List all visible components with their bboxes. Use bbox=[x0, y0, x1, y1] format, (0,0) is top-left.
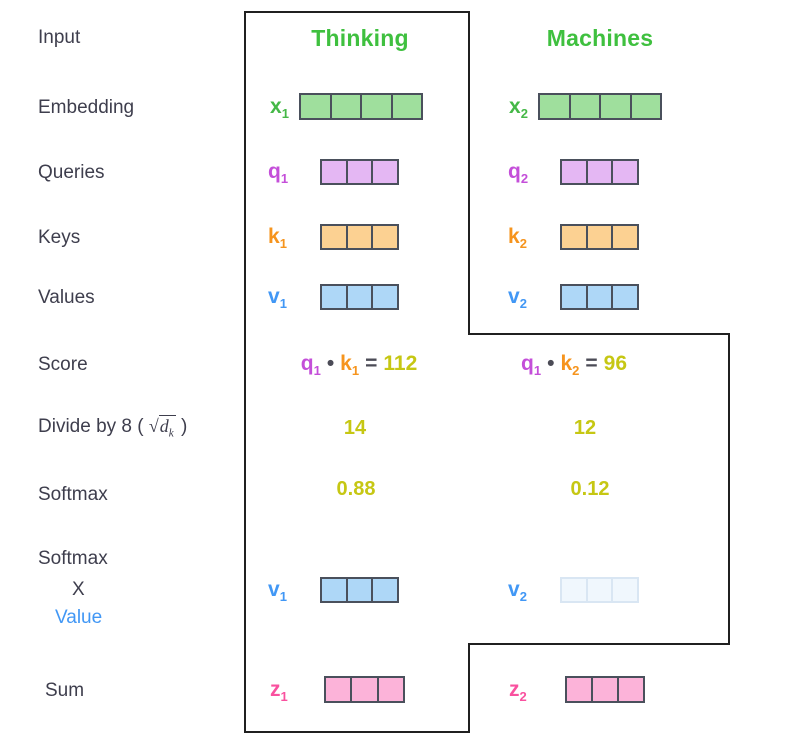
v2-vector bbox=[560, 284, 639, 310]
vector-cell bbox=[301, 95, 332, 118]
divide-value-1: 14 bbox=[343, 417, 367, 439]
row-label-queries: Queries bbox=[38, 162, 105, 183]
row-label-embedding: Embedding bbox=[38, 97, 135, 118]
radicand-dk: dk bbox=[158, 415, 176, 440]
k1-label: k1 bbox=[268, 225, 287, 252]
score2-equals: = bbox=[585, 352, 598, 375]
vector-cell bbox=[348, 161, 374, 183]
v1-vector bbox=[320, 284, 399, 310]
vector-cell bbox=[348, 579, 374, 601]
score1-equals: = bbox=[365, 352, 378, 375]
vector-cell bbox=[379, 678, 403, 701]
vector-cell bbox=[322, 226, 348, 248]
vector-cell bbox=[332, 95, 362, 118]
vector-cell bbox=[326, 678, 353, 701]
vector-cell bbox=[362, 95, 393, 118]
divide-text-suffix: ) bbox=[175, 416, 188, 437]
vector-cell bbox=[322, 286, 348, 308]
vector-cell bbox=[571, 95, 601, 118]
q2-label: q2 bbox=[508, 160, 529, 187]
score2-value: 96 bbox=[603, 352, 627, 375]
score1-value: 112 bbox=[383, 352, 418, 375]
vector-cell bbox=[373, 161, 397, 183]
vector-cell bbox=[601, 95, 632, 118]
radical-sign: √ bbox=[148, 416, 159, 436]
k1-vector bbox=[320, 224, 399, 250]
v1-label: v1 bbox=[268, 285, 287, 312]
score-equation-1: q1•k1=112 bbox=[244, 353, 474, 377]
row-label-score: Score bbox=[38, 354, 88, 375]
vector-cell bbox=[588, 226, 614, 248]
score-equation-2: q1•k2=96 bbox=[474, 353, 674, 377]
z1-vector bbox=[324, 676, 405, 703]
vector-cell bbox=[588, 286, 614, 308]
k2-vector bbox=[560, 224, 639, 250]
divide-value-2: 12 bbox=[573, 417, 597, 439]
dot-product-icon: • bbox=[547, 352, 555, 375]
row-label-values: Values bbox=[38, 287, 95, 308]
vector-cell bbox=[619, 678, 643, 701]
x2-vector bbox=[538, 93, 662, 120]
vector-cell bbox=[632, 95, 661, 118]
row-label-input: Input bbox=[38, 27, 81, 48]
vector-cell bbox=[562, 579, 588, 601]
vector-cell bbox=[373, 579, 397, 601]
column-header-thinking: Thinking bbox=[311, 25, 409, 51]
sqrt-dk-formula: √dk bbox=[148, 415, 176, 440]
vector-cell bbox=[393, 95, 422, 118]
x1-vector bbox=[299, 93, 423, 120]
vector-cell bbox=[373, 286, 397, 308]
vector-cell bbox=[352, 678, 379, 701]
q1-label: q1 bbox=[268, 160, 289, 187]
q1-vector bbox=[320, 159, 399, 185]
row-label-softmax: Softmax bbox=[38, 484, 108, 505]
z1-label: z1 bbox=[270, 678, 288, 705]
vector-cell bbox=[588, 161, 614, 183]
vector-cell bbox=[348, 226, 374, 248]
row-label-divide: Divide by 8 ( √dk ) bbox=[38, 415, 188, 440]
vector-cell bbox=[373, 226, 397, 248]
row-label-keys: Keys bbox=[38, 227, 81, 248]
vector-cell bbox=[593, 678, 619, 701]
vector-cell bbox=[613, 579, 637, 601]
softmax-value-2: 0.12 bbox=[570, 478, 610, 500]
vector-cell bbox=[562, 161, 588, 183]
score2-q-term: q1 bbox=[521, 352, 542, 379]
column-header-machines: Machines bbox=[546, 25, 654, 51]
score1-k-term: k1 bbox=[340, 352, 360, 379]
z2-label: z2 bbox=[509, 678, 527, 705]
weighted-v1-vector bbox=[320, 577, 399, 603]
vector-cell bbox=[567, 678, 593, 701]
v2-label: v2 bbox=[508, 285, 527, 312]
q2-vector bbox=[560, 159, 639, 185]
vector-cell bbox=[588, 579, 614, 601]
x2-label: x2 bbox=[509, 95, 528, 122]
softmax-value-v2-label: v2 bbox=[508, 578, 527, 605]
score2-k-term: k2 bbox=[560, 352, 580, 379]
row-label-softmax-x-value-line1: Softmax bbox=[38, 548, 108, 569]
dot-product-icon: • bbox=[326, 352, 335, 375]
vector-cell bbox=[322, 579, 348, 601]
vector-cell bbox=[613, 226, 637, 248]
row-label-softmax-x-value-line2: X bbox=[72, 579, 85, 600]
x1-label: x1 bbox=[270, 95, 289, 122]
z2-vector bbox=[565, 676, 645, 703]
row-label-softmax-x-value-line3: Value bbox=[55, 607, 103, 628]
weighted-v2-vector-faded bbox=[560, 577, 639, 603]
softmax-value-v1-label: v1 bbox=[268, 578, 287, 605]
vector-cell bbox=[540, 95, 571, 118]
vector-cell bbox=[613, 286, 637, 308]
vector-cell bbox=[613, 161, 637, 183]
vector-cell bbox=[348, 286, 374, 308]
vector-cell bbox=[562, 286, 588, 308]
softmax-value-1: 0.88 bbox=[336, 478, 376, 500]
divide-text-prefix: Divide by 8 ( bbox=[38, 416, 149, 437]
k2-label: k2 bbox=[508, 225, 527, 252]
row-label-sum: Sum bbox=[45, 680, 85, 701]
vector-cell bbox=[562, 226, 588, 248]
vector-cell bbox=[322, 161, 348, 183]
score1-q-term: q1 bbox=[300, 352, 321, 379]
